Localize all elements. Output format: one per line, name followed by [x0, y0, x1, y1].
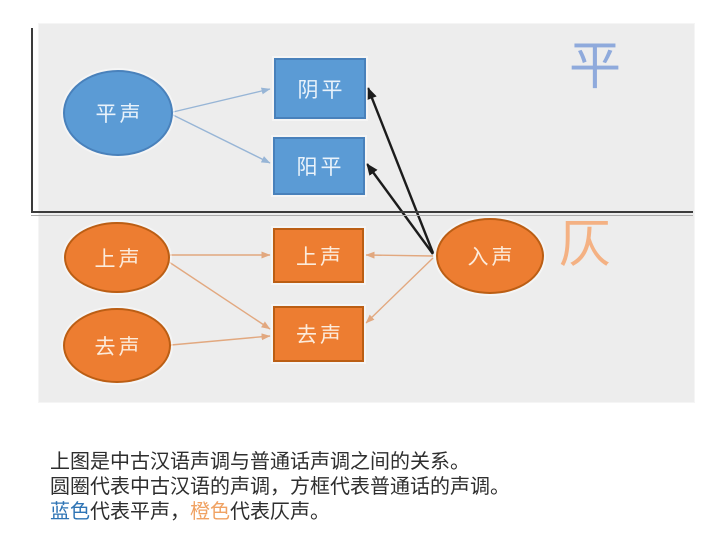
arrow-pingsheng-to-yangping	[172, 114, 271, 164]
ellipse-qusheng-label: 去声	[94, 334, 143, 359]
box-shangsheng: 上声	[273, 228, 364, 283]
diagram-panel: 平声 阴平 阳平 上声 去声 上声 去声 入声 平 仄	[38, 23, 695, 403]
caption-line-3-mid: 代表平声，	[90, 501, 190, 523]
arrow-rusheng-to-yinping	[366, 87, 435, 254]
ellipse-pingsheng: 平声	[63, 70, 173, 156]
caption-orange-word: 橙色	[190, 501, 230, 523]
ellipse-rusheng-label: 入声	[467, 245, 516, 269]
section-divider-shadow	[31, 215, 693, 216]
arrow-pingsheng-to-yinping	[172, 87, 271, 113]
box-shangsheng-label: 上声	[296, 244, 344, 269]
caption-blue-word: 蓝色	[50, 501, 90, 523]
ellipse-shangsheng-label: 上声	[94, 246, 143, 271]
ellipse-qusheng: 去声	[63, 308, 171, 383]
arrow-rusheng-to-qusheng	[365, 257, 434, 324]
section-divider	[31, 211, 693, 213]
box-yinping: 阴平	[274, 58, 366, 119]
caption-line-2: 圆圈代表中古汉语的声调，方框代表普通话的声调。	[50, 476, 510, 498]
ellipse-pingsheng-label: 平声	[95, 102, 144, 126]
arrow-qusheng-to-qusheng	[170, 333, 271, 346]
caption: 上图是中古汉语声调与普通话声调之间的关系。 圆圈代表中古汉语的声调，方框代表普通…	[50, 450, 510, 525]
box-yinping-label: 阴平	[297, 77, 346, 102]
ellipse-rusheng: 入声	[436, 218, 544, 294]
left-frame-line	[31, 28, 33, 213]
box-yangping-label: 阳平	[296, 155, 345, 179]
box-yangping: 阳平	[273, 137, 365, 195]
ping-section-char: 平	[569, 39, 622, 96]
box-qusheng: 去声	[273, 306, 364, 362]
ze-section-char: 仄	[559, 217, 612, 274]
arrow-rusheng-to-yangping	[366, 163, 434, 255]
box-qusheng-label: 去声	[296, 323, 344, 347]
caption-line-1: 上图是中古汉语声调与普通话声调之间的关系。	[50, 451, 470, 473]
ellipse-shangsheng: 上声	[64, 222, 170, 293]
arrow-shangsheng-to-qusheng	[168, 261, 271, 330]
caption-line-3: 蓝色代表平声，橙色代表仄声。	[50, 500, 510, 525]
caption-line-3-end: 代表仄声。	[230, 501, 330, 523]
arrow-rusheng-to-shangsheng	[365, 251, 434, 259]
